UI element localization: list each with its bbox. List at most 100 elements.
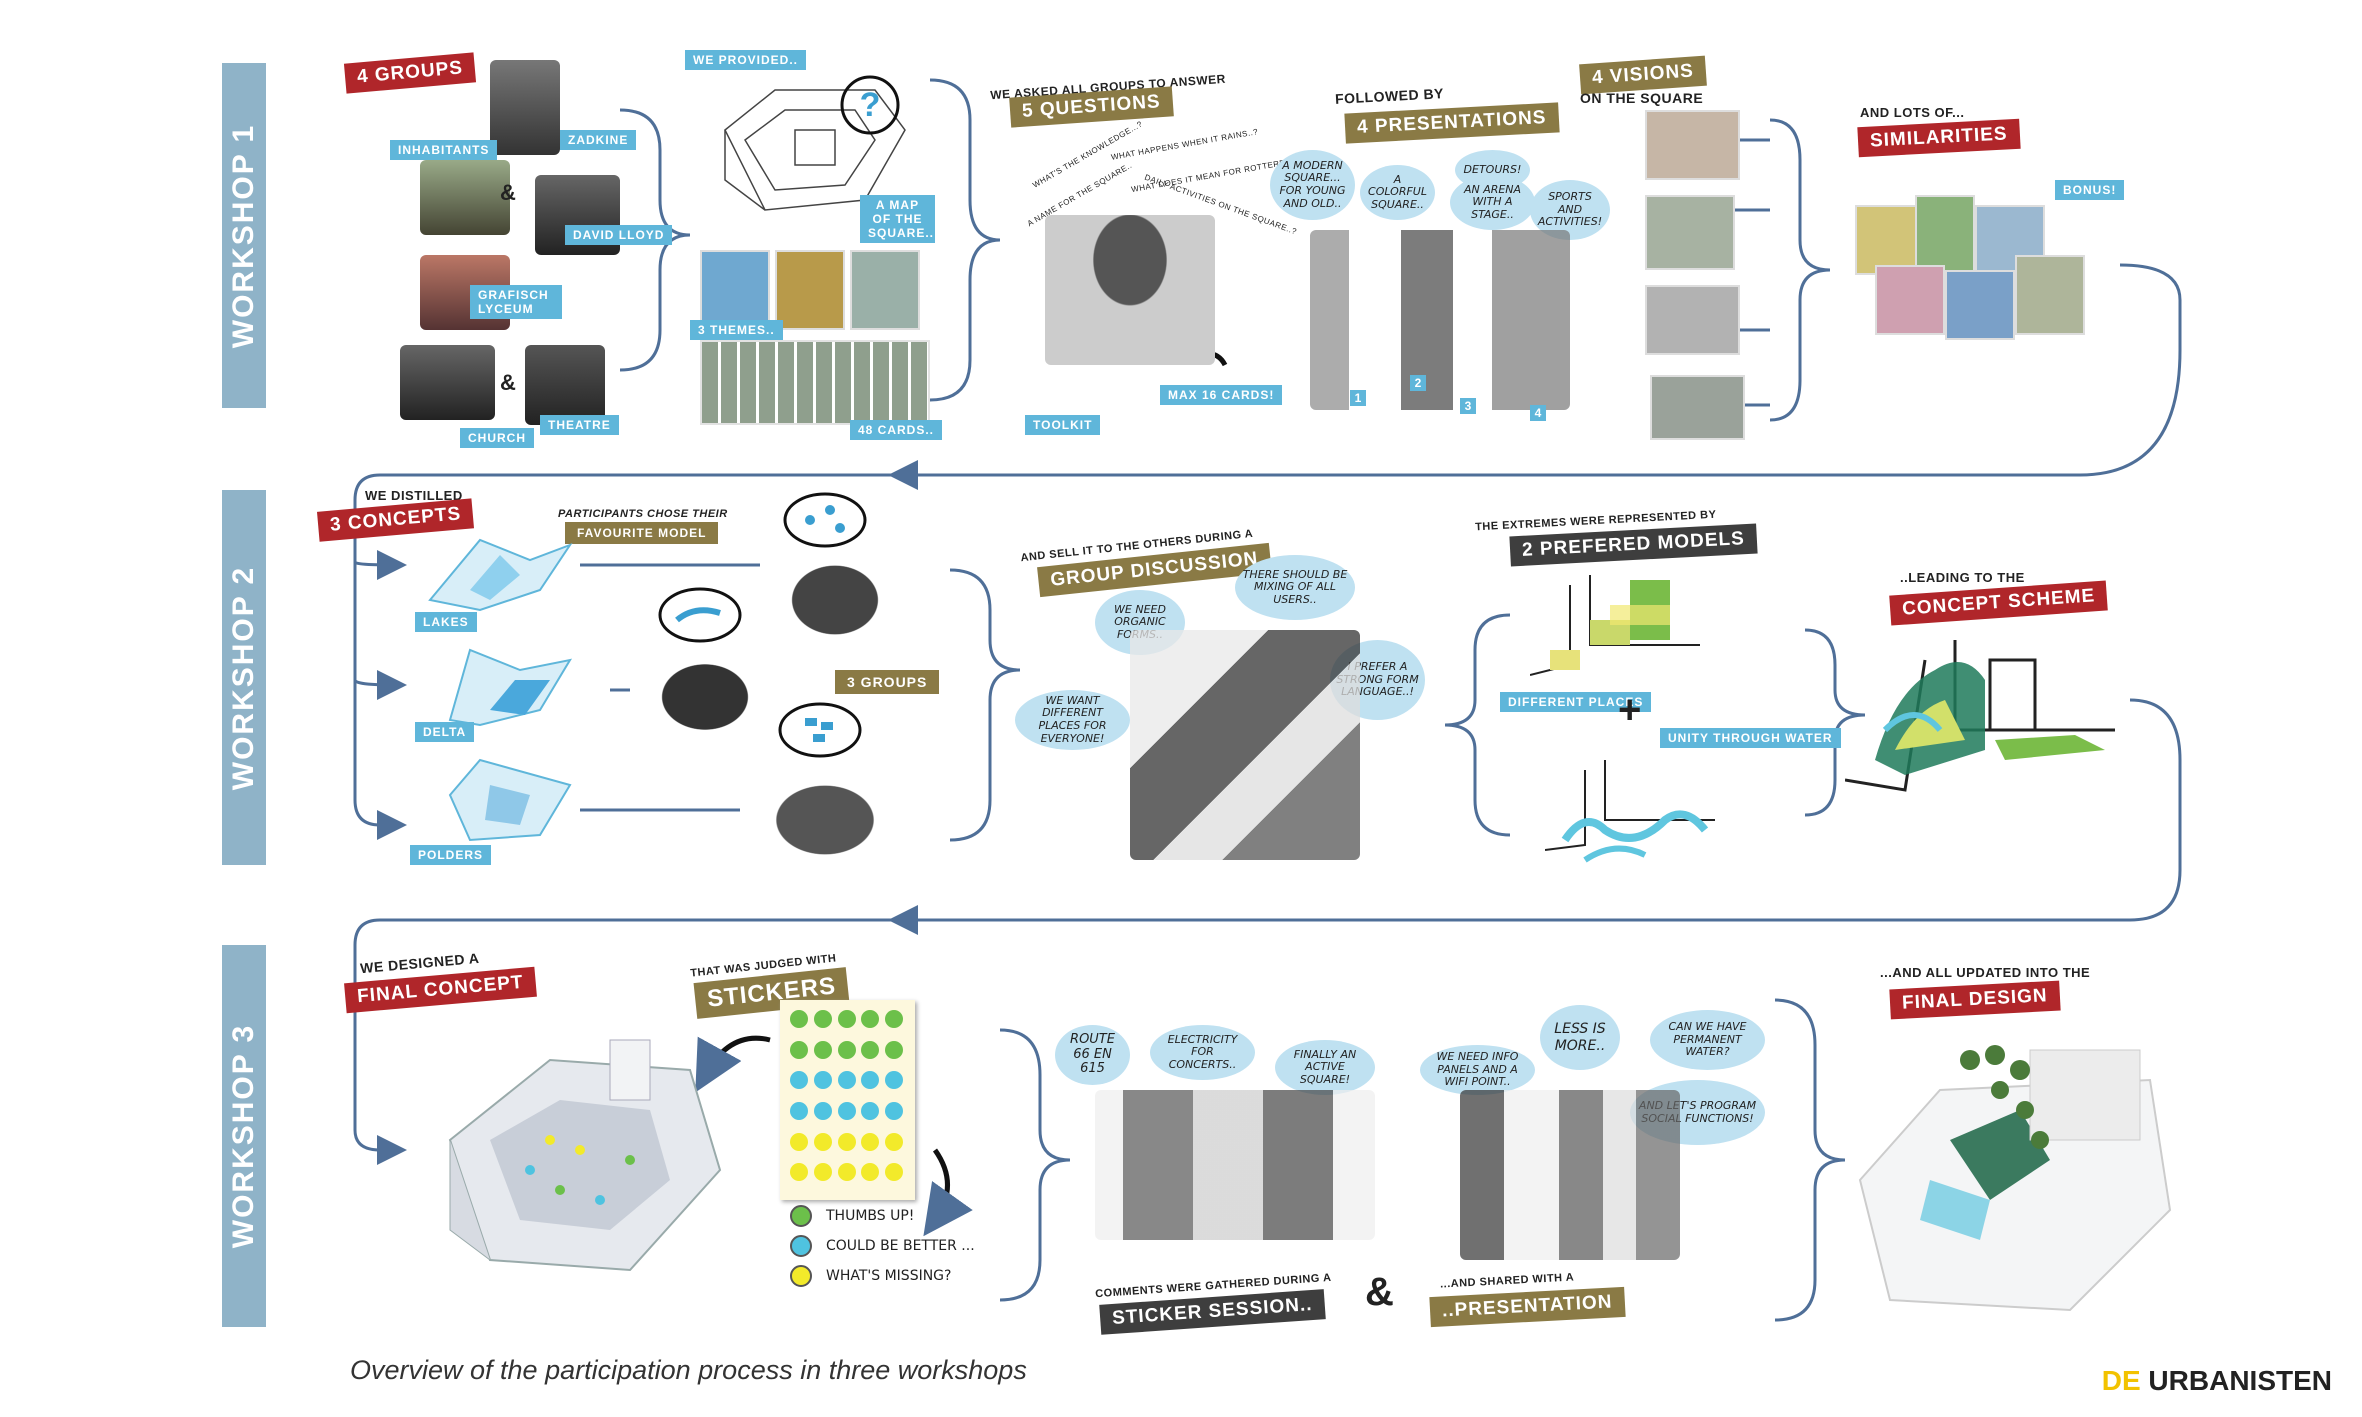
presentation-photo [1460, 1090, 1680, 1260]
sticker-dot [885, 1132, 904, 1151]
visions-sub: ON THE SQUARE [1580, 90, 1704, 106]
group-table-1 [760, 540, 910, 640]
different-places-label: DIFFERENT PLACES [1500, 692, 1652, 712]
concept-label-delta: DELTA [415, 722, 475, 742]
final-design-tag: FINAL DESIGN [1889, 980, 2061, 1020]
brand-de: DE [2101, 1365, 2141, 1396]
group-label-theatre: THEATRE [540, 415, 619, 435]
concept-model-delta [448, 648, 573, 727]
scheme-tag: CONCEPT SCHEME [1889, 580, 2109, 626]
disc-bubble-3: WE WANT DIFFERENT PLACES FOR EVERYONE! [1015, 690, 1130, 750]
sticker-dot [790, 1101, 808, 1120]
figure-caption: Overview of the participation process in… [350, 1355, 1027, 1385]
presentation-tag: ..PRESENTATION [1429, 1286, 1626, 1328]
sticker-dot [861, 1132, 880, 1151]
sticker-bubble-3: FINALLY AN ACTIVE SQUARE! [1275, 1040, 1375, 1095]
unity-label: UNITY THROUGH WATER [1660, 728, 1841, 748]
legend-could-be-better: COULD BE BETTER ... [790, 1235, 975, 1257]
group-photo-church [400, 345, 495, 420]
sticker-dot [885, 1101, 904, 1120]
theme-card-3 [850, 250, 920, 330]
workshop-3-band: WORKSHOP 3 [222, 945, 266, 1327]
thought-bubble-3 [778, 702, 862, 758]
group-label-inhabitants: INHABITANTS [390, 140, 498, 160]
disc-bubble-2: THERE SHOULD BE MIXING OF ALL USERS.. [1235, 555, 1355, 620]
sticker-dot [790, 1163, 808, 1182]
vision-board-4 [1650, 375, 1745, 440]
vision-board-3 [1645, 285, 1740, 355]
followed-text: FOLLOWED BY [1334, 85, 1445, 107]
amp-1: & [500, 180, 517, 205]
legend-whats-missing: WHAT'S MISSING? [790, 1265, 951, 1287]
theme-card-2 [775, 250, 845, 330]
pres-number-4: 4 [1530, 405, 1546, 421]
legend-thumbs-up: THUMBS UP! [790, 1205, 914, 1227]
sticker-bubble-2: ELECTRICITY FOR CONCERTS.. [1150, 1025, 1255, 1080]
amp-3: & [1365, 1270, 1394, 1314]
sticker-dot [885, 1010, 904, 1028]
pres-bubble-4: AN ARENA WITH A STAGE.. [1450, 175, 1535, 230]
leading-text: ..LEADING TO THE [1900, 570, 2025, 585]
sticker-dot [790, 1040, 808, 1059]
legend-dot-yellow [790, 1265, 812, 1287]
group-photo-inhabitants [420, 160, 510, 235]
legend-dot-blue [790, 1235, 812, 1257]
thought-bubble-2 [658, 587, 742, 643]
concept-scheme-drawing [1845, 640, 2115, 792]
chose-text: PARTICIPANTS CHOSE THEIR [558, 508, 728, 520]
sticker-dot [790, 1010, 808, 1028]
favourite-tag: FAVOURITE MODEL [565, 522, 719, 544]
cards-label: 48 CARDS.. [850, 420, 943, 440]
lots-text: AND LOTS OF... [1860, 105, 1965, 120]
groups-tag: 4 GROUPS [343, 52, 477, 94]
updated-text: ...AND ALL UPDATED INTO THE [1880, 965, 2091, 980]
brand-name: URBANISTEN [2140, 1365, 2332, 1396]
pres3-bubble-2: LESS IS MORE.. [1540, 1005, 1620, 1070]
workshop-2-label: WORKSHOP 2 [227, 565, 260, 790]
presenters-photo [1310, 230, 1570, 410]
amp-2: & [500, 370, 517, 395]
group-table-2 [630, 640, 780, 735]
sticker-dot [861, 1071, 880, 1090]
sticker-dot [837, 1071, 856, 1090]
vision-board-2 [1645, 195, 1735, 270]
discussion-photo [1130, 630, 1360, 860]
group-table-3 [740, 760, 910, 860]
pres3-bubble-3: CAN WE HAVE PERMANENT WATER? [1650, 1010, 1765, 1070]
pres-number-2: 2 [1410, 375, 1426, 391]
models-tag: 2 PREFERED MODELS [1509, 523, 1758, 567]
group-photo-theatre [525, 345, 605, 425]
concept-model-polders [448, 758, 572, 842]
concept-label-polders: POLDERS [410, 845, 492, 865]
sticker-dot [837, 1040, 856, 1059]
final-design-model [1858, 1045, 2172, 1312]
pres-bubble-1: A MODERN SQUARE... FOR YOUNG AND OLD.. [1270, 150, 1355, 220]
workshop-1-label: WORKSHOP 1 [227, 123, 260, 348]
sticker-dot [837, 1163, 856, 1182]
sticker-dot [790, 1071, 808, 1090]
sticker-dot [813, 1071, 832, 1090]
svg-text:?: ? [860, 86, 881, 124]
pres-number-1: 1 [1350, 390, 1366, 406]
group-label-church: CHURCH [460, 428, 534, 448]
pres-bubble-2: A COLORFUL SQUARE.. [1360, 165, 1435, 220]
sticker-dot [837, 1010, 856, 1028]
toolkit-label: TOOLKIT [1025, 415, 1101, 435]
sticker-dot [813, 1163, 832, 1182]
similarities-cards [1855, 195, 2095, 355]
bonus-label: BONUS! [2055, 180, 2125, 200]
sticker-dot [813, 1101, 832, 1120]
sticker-dot [813, 1132, 832, 1151]
group-label-david-lloyd: DAVID LLOYD [565, 225, 673, 245]
sticker-dot [837, 1132, 856, 1151]
sticker-bubble-1: ROUTE 66 EN 615 [1055, 1025, 1130, 1085]
legend-dot-green [790, 1205, 812, 1227]
square-map-sketch: ? [724, 75, 906, 211]
map-label: A MAP OF THE SQUARE.. [860, 195, 935, 243]
sticker-dot [837, 1101, 856, 1120]
shared-text: ...AND SHARED WITH A [1439, 1271, 1575, 1291]
similarities-tag: SIMILARITIES [1857, 118, 2021, 158]
sticker-dot [861, 1101, 880, 1120]
model-unity-water [1545, 760, 1715, 863]
sticker-dot [885, 1040, 904, 1059]
